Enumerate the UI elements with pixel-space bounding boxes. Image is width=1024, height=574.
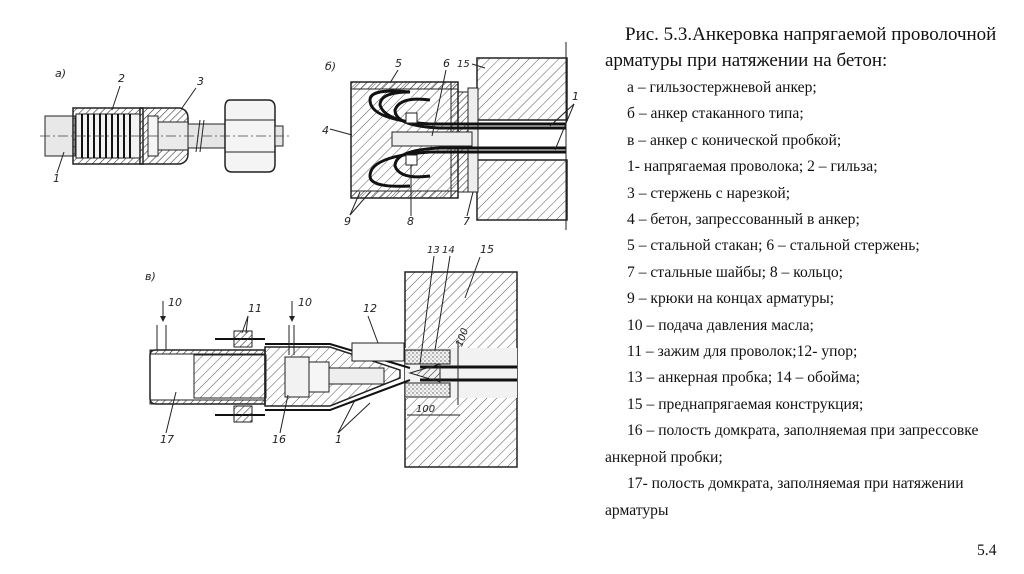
legend-item: 1- напрягаемая проволока; 2 – гильза; [627,158,878,176]
legend-item: в – анкер с конической пробкой; [627,131,842,149]
callout-6: 6 [443,57,450,70]
legend-item: 11 – зажим для проволок;12- упор; [627,343,858,361]
figure-a-sleeve-rod-anchor: а) 2 3 1 [40,67,290,185]
callout-14: 14 [442,245,455,256]
callout-10-left: 10 [168,296,182,309]
legend-item: б – анкер стаканного типа; [627,105,804,123]
legend-list: а – гильзостержневой анкер; б – анкер ст… [605,75,1005,524]
callout-4: 4 [322,124,329,137]
callout-15: 15 [480,243,494,256]
callout-15: 15 [457,59,470,70]
caption-title: Рис. 5.3.Анкеровка напрягаемой проволочн… [605,24,997,71]
page-number: 5.4 [977,542,997,559]
legend-item: 17- полость домкрата, заполняемая при на… [605,475,964,519]
callout-11: 11 [248,302,262,315]
figure-caption: Рис. 5.3.Анкеровка напрягаемой проволочн… [605,22,1005,524]
callout-17: 17 [160,433,174,446]
callout-1: 1 [335,433,342,446]
callout-12: 12 [363,302,377,315]
legend-item: 9 – крюки на концах арматуры; [627,290,835,308]
callout-8: 8 [407,215,414,228]
legend-item: 16 – полость домкрата, заполняемая при з… [605,422,979,466]
legend-item: 10 – подача давления масла; [627,316,814,334]
legend-item: а – гильзостержневой анкер; [627,79,817,96]
callout-7: 7 [463,215,470,228]
callout-5: 5 [395,57,402,70]
legend-item: 15 – преднапрягаемая конструкция; [627,395,864,413]
figure-b-cup-anchor: б) 5 6 15 1 4 9 8 7 [322,42,579,230]
figure-a-label: а) [55,67,66,80]
figure-b-label: б) [325,60,336,73]
legend-item: 4 – бетон, запрессованный в анкер; [627,211,860,229]
callout-9: 9 [344,215,351,228]
legend-item: 7 – стальные шайбы; 8 – кольцо; [627,263,843,281]
callout-13: 13 [427,245,440,256]
dimension-horizontal: 100 [416,404,435,415]
callout-2: 2 [118,72,125,85]
legend-item: 13 – анкерная пробка; 14 – обойма; [627,369,861,387]
legend-item: 3 – стержень с нарезкой; [627,184,791,202]
callout-10-right: 10 [298,296,312,309]
callout-1: 1 [53,172,60,185]
figure-v-conical-plug-anchor: в) 10 10 11 12 13 14 15 16 17 1 100 100 [145,243,518,468]
figure-v-label: в) [145,270,156,283]
callout-3: 3 [197,75,204,88]
legend-item: 5 – стальной стакан; 6 – стальной стерже… [627,237,920,255]
callout-1: 1 [572,90,579,103]
callout-16: 16 [272,433,286,446]
